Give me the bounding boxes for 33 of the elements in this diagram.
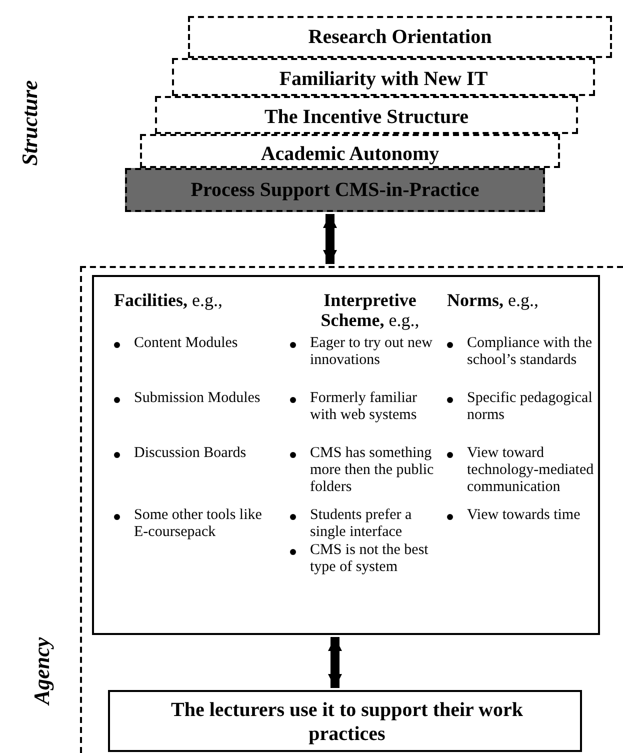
box-title: Process Support CMS-in-Practice	[190, 179, 480, 201]
list-item: View toward technology-mediated communication	[467, 445, 595, 496]
side-label: Structure	[17, 79, 43, 168]
column-heading: Norms, e.g.,	[447, 290, 540, 310]
list-item: CMS has something more then the public folders	[310, 445, 435, 496]
result-box	[108, 690, 582, 752]
box-title: Familiarity with New IT	[278, 68, 489, 90]
box-title: Academic Autonomy	[260, 143, 440, 165]
list-item: View towards time	[467, 507, 582, 524]
list-item: Discussion Boards	[134, 445, 248, 462]
column-heading: Interpretive Scheme, e.g.,	[320, 290, 420, 330]
dashed-box	[155, 96, 578, 134]
dashed-box	[188, 16, 612, 58]
box-title: The Incentive Structure	[263, 106, 470, 128]
box-text: The lecturers use it to support their work practices	[170, 698, 524, 746]
region-title: Agency	[29, 636, 55, 708]
double-arrow	[328, 637, 342, 688]
box-title: Research Orientation	[307, 26, 493, 48]
list-item: Some other tools like E-coursepack	[134, 507, 263, 541]
dashed-box	[140, 134, 560, 168]
list-item: CMS is not the best type of system	[310, 542, 430, 576]
content-box	[92, 275, 600, 635]
list-item: Compliance with the school’s standards	[467, 335, 593, 369]
list-item: Formerly familiar with web systems	[310, 390, 418, 424]
list-item: Content Modules	[134, 335, 239, 352]
list-item: Students prefer a single interface	[310, 507, 413, 541]
double-arrow	[323, 214, 337, 264]
list-item: Specific pedagogical norms	[467, 390, 594, 424]
column-heading: Facilities, e.g.,	[114, 290, 224, 310]
process-box	[125, 168, 545, 212]
list-item: Eager to try out new innovations	[310, 335, 434, 369]
list-item: Submission Modules	[134, 390, 262, 407]
dashed-box	[172, 58, 595, 96]
